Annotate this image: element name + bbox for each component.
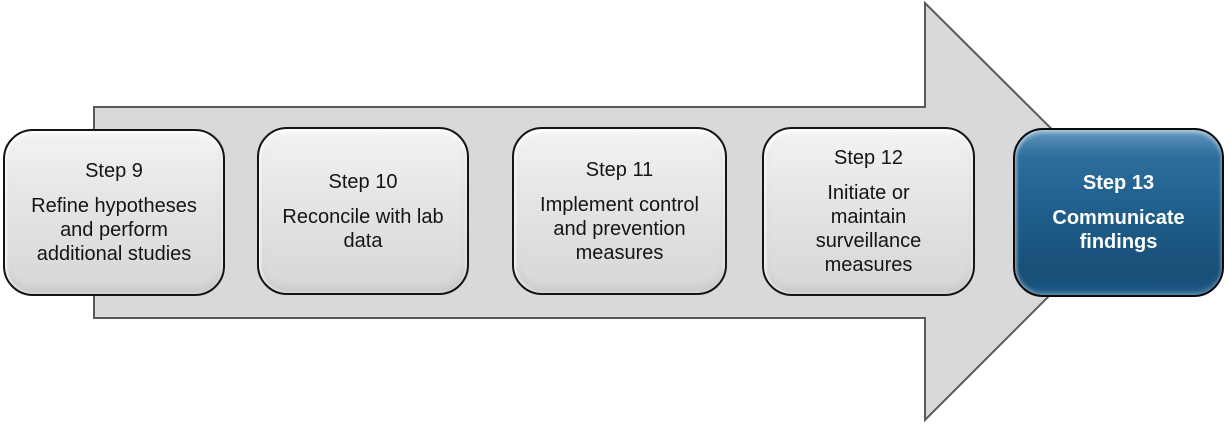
step-box-13: Step 13 Communicate findings [1013, 128, 1224, 297]
step-title: Step 11 [585, 158, 654, 181]
step-description: Initiate or maintain surveillance measur… [815, 182, 922, 276]
step-title: Step 12 [834, 147, 903, 169]
step-box-12: Step 12 Initiate or maintain surveillanc… [762, 127, 975, 296]
step-title: Step 13 [1082, 172, 1155, 194]
step-box-9: Step 9 Refine hypotheses and perform add… [3, 129, 225, 296]
step-description: Communicate findings [1052, 207, 1185, 253]
step-title: Step 10 [328, 170, 398, 193]
step-description: Implement control and prevention measure… [540, 193, 699, 264]
step-title: Step 9 [85, 160, 143, 182]
step-box-10: Step 10 Reconcile with lab data [257, 127, 469, 295]
step-description: Refine hypotheses and perform additional… [31, 195, 197, 265]
step-description: Reconcile with lab data [282, 205, 444, 252]
step-box-11: Step 11 Implement control and prevention… [512, 127, 727, 295]
